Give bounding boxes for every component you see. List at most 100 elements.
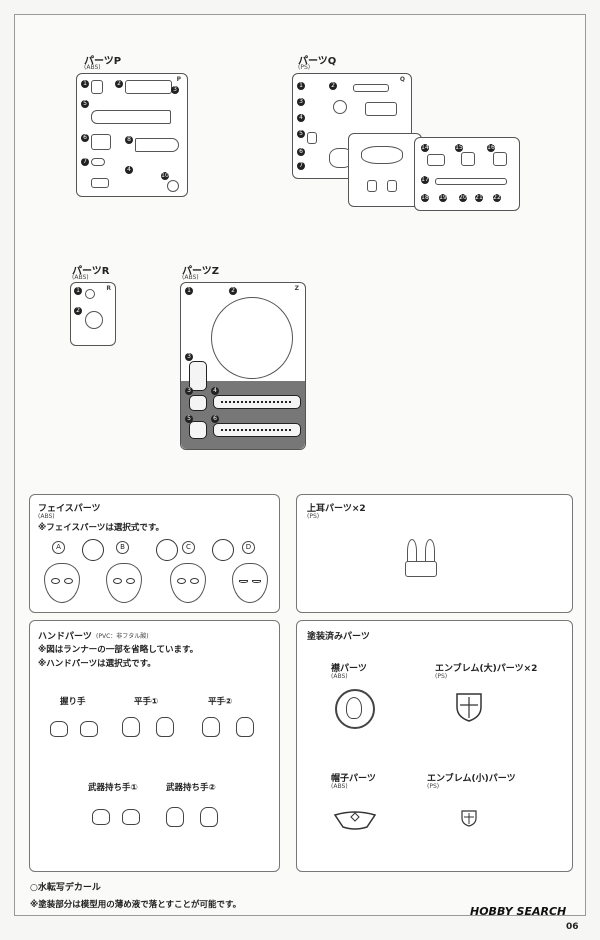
part-p7 [91, 158, 105, 166]
hand-weapon2-right [200, 807, 218, 827]
decal-note: ※塗装部分は模型用の薄め液で落とすことが可能です。 [30, 900, 242, 910]
part-number: 5 [297, 130, 305, 138]
magnifier-icon [212, 539, 234, 561]
part-z-holes [221, 429, 291, 433]
runner-q: Q 1 2 3 4 5 6 7 [292, 73, 412, 179]
hand-label-flat-2: 平手② [208, 697, 233, 707]
hat-part-material: (ABS) [331, 783, 348, 790]
runner-p-title: パーツP [84, 56, 122, 67]
part-number: 2 [115, 80, 123, 88]
part-number: 15 [455, 144, 463, 152]
hat-part-name: 帽子パーツ [331, 774, 376, 784]
runner-z: Z 1 2 3 3 4 5 6 [180, 282, 306, 450]
part-z-joint [189, 395, 207, 411]
part-number: 17 [421, 176, 429, 184]
part-p1 [91, 80, 103, 94]
face-option-d-label: D [242, 541, 255, 554]
ear-part-left [407, 539, 417, 563]
part-number: 14 [421, 144, 429, 152]
runner-r: R 1 2 [70, 282, 116, 346]
part-p6 [91, 134, 111, 150]
upper-ear-box: 上耳パーツ×2 (PS) [296, 494, 573, 613]
emblem-small-material: (PS) [427, 783, 440, 790]
face-parts-box: フェイスパーツ (ABS) ※フェイスパーツは選択式です。 A B C D [29, 494, 280, 613]
runner-r-letter: R [106, 285, 111, 292]
part-number: 20 [459, 194, 467, 202]
part-z-joint [189, 421, 207, 439]
part-p-small [91, 178, 109, 188]
face-a [44, 563, 80, 603]
part-number: 16 [487, 144, 495, 152]
part-number: 8 [125, 136, 133, 144]
collar-gem [346, 697, 362, 719]
magnifier-icon [82, 539, 104, 561]
part-q-crest [361, 146, 403, 164]
eye [126, 578, 135, 584]
upper-ear-material: (PS) [307, 513, 320, 520]
face-b [106, 563, 142, 603]
part-q-collar [365, 102, 397, 116]
part-q-bar [353, 84, 389, 92]
part-number: 2 [229, 287, 237, 295]
runner-q-sub [348, 133, 422, 207]
part-number: 3 [185, 353, 193, 361]
hand-weapon1-right [122, 809, 140, 825]
part-number: 1 [297, 82, 305, 90]
part-number: 2 [329, 82, 337, 90]
face-option-c-label: C [182, 541, 195, 554]
runner-r-material: (ABS) [72, 274, 89, 281]
hand-flat1-left [122, 717, 140, 737]
eye [51, 578, 60, 584]
runner-z-material: (ABS) [182, 274, 199, 281]
eye [64, 578, 73, 584]
part-number: 4 [125, 166, 133, 174]
part-q16 [493, 152, 507, 166]
part-number: 22 [493, 194, 501, 202]
part-p2 [125, 80, 172, 94]
part-p8 [135, 138, 179, 152]
painted-parts-title: 塗装済みパーツ [307, 632, 370, 642]
upper-ear-title: 上耳パーツ×2 [307, 504, 366, 514]
part-q14 [427, 154, 445, 166]
part-number: 6 [297, 148, 305, 156]
face-parts-title: フェイスパーツ [38, 504, 101, 514]
ear-part-right [425, 539, 435, 563]
hand-label-flat-1: 平手① [134, 697, 159, 707]
part-number: 3 [171, 86, 179, 94]
emblem-large-material: (PS) [435, 673, 448, 680]
hand-parts-box: ハンドパーツ (PVC：非フタル酸) ※図はランナーの一部を省略しています。 ※… [29, 620, 280, 872]
eye-closed [239, 580, 248, 583]
part-number: 18 [421, 194, 429, 202]
part-number: 3 [185, 387, 193, 395]
part-p5 [91, 110, 171, 124]
hand-label-grip: 握り手 [60, 697, 86, 707]
small-shield-icon [461, 810, 477, 827]
hand-parts-material: (PVC：非フタル酸) [96, 633, 149, 640]
part-r1 [85, 289, 95, 299]
emblem-large-name: エンブレム(大)パーツ×2 [435, 664, 538, 674]
face-parts-note: ※フェイスパーツは選択式です。 [38, 523, 164, 533]
hand-label-weapon-2: 武器持ち手② [166, 783, 216, 793]
page-number: 06 [566, 922, 579, 932]
runner-q-letter: Q [399, 76, 405, 83]
part-z-base [211, 297, 293, 379]
face-c [170, 563, 206, 603]
hand-flat1-right [156, 717, 174, 737]
hand-flat2-right [236, 717, 254, 737]
runner-p-material: (ABS) [84, 64, 101, 71]
part-number: 6 [81, 134, 89, 142]
runner-p: P 1 2 3 5 6 8 7 4 10 [76, 73, 188, 197]
part-number: 10 [161, 172, 169, 180]
part-number: 2 [74, 307, 82, 315]
part-q-gem [367, 180, 377, 192]
face-option-b-label: B [116, 541, 129, 554]
emblem-small-name: エンブレム(小)パーツ [427, 774, 516, 784]
hand-parts-note-1: ※図はランナーの一部を省略しています。 [38, 645, 199, 655]
magnifier-icon [156, 539, 178, 561]
part-number: 5 [81, 100, 89, 108]
part-q17 [435, 178, 507, 185]
part-q15 [461, 152, 475, 166]
runner-z-letter: Z [294, 285, 299, 292]
part-p10 [167, 180, 179, 192]
part-number: 3 [297, 98, 305, 106]
